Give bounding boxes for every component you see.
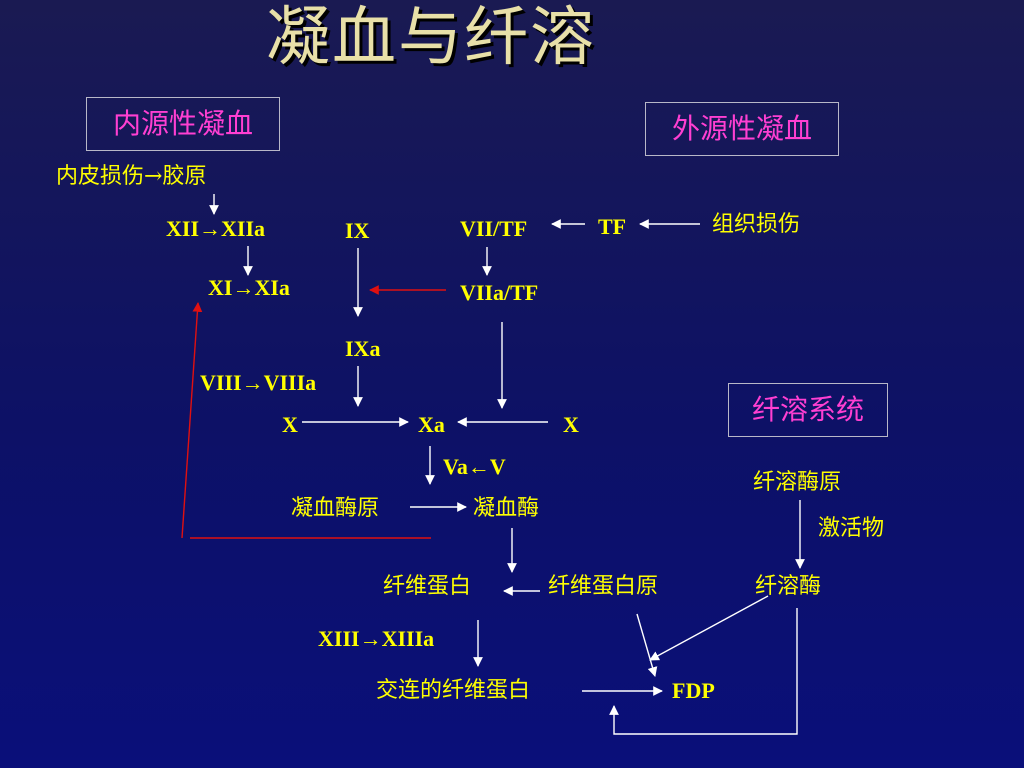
arrow-feedback-up-red (181, 302, 203, 539)
intrinsic-pathway-label: 内源性凝血 (86, 97, 280, 151)
arrow-plasmin-feedback-to-fdp (609, 608, 798, 735)
node-factor-viia-tf: VIIa/TF (460, 280, 539, 305)
fibrinolysis-system-label: 纤溶系统 (728, 383, 888, 437)
node-plasminogen: 纤溶酶原 (753, 470, 842, 495)
node-factor-xa: Xa (418, 412, 445, 437)
node-fibrinogen: 纤维蛋白原 (548, 574, 659, 599)
node-fdp: FDP (672, 678, 715, 703)
extrinsic-pathway-label: 外源性凝血 (645, 102, 839, 156)
node-tf: TF (598, 214, 627, 239)
node-factor-xiii: XIII→XIIIa (318, 626, 435, 651)
node-factor-ix: IX (345, 218, 370, 243)
node-prothrombin: 凝血酶原 (291, 496, 380, 521)
node-factor-xii: XII→XIIa (166, 216, 266, 241)
node-endothelial-injury: 内皮损伤→胶原 (56, 164, 207, 189)
node-tissue-injury: 组织损伤 (712, 212, 801, 237)
node-plasmin: 纤溶酶 (755, 574, 822, 599)
arrow-plasmin-to-fibrinogen-path (649, 595, 769, 661)
node-factor-viii: VIII→VIIIa (200, 370, 317, 395)
node-thrombin: 凝血酶 (473, 496, 540, 521)
fibrinolysis-system-text: 纤溶系统 (751, 393, 864, 426)
arrow-fibrinogen-to-fdp (636, 613, 658, 677)
node-factor-xi: XI→XIa (208, 275, 290, 300)
node-crosslinked-fibrin: 交连的纤维蛋白 (376, 678, 531, 703)
node-fibrin: 纤维蛋白 (383, 574, 472, 599)
extrinsic-pathway-text: 外源性凝血 (671, 112, 812, 145)
node-factor-vii-tf: VII/TF (460, 216, 528, 241)
node-factor-ixa: IXa (345, 336, 381, 361)
node-factor-x-right: X (563, 412, 579, 437)
node-activator: 激活物 (818, 516, 885, 541)
intrinsic-pathway-text: 内源性凝血 (112, 107, 253, 140)
node-factor-x-left: X (282, 412, 298, 437)
slide-title: 凝血与纤溶 (266, 1, 596, 75)
node-factor-va: Va←V (443, 454, 506, 479)
